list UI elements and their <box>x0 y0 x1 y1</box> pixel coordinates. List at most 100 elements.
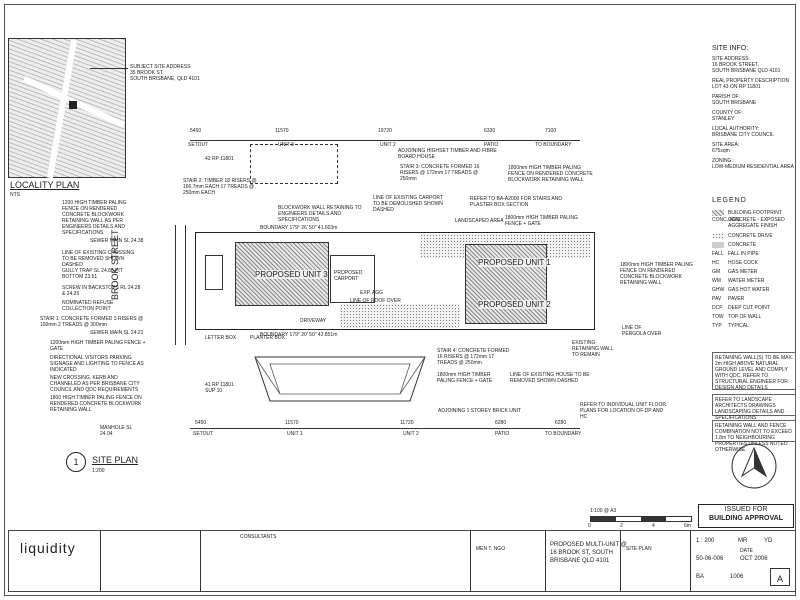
lot-41-label: 41 RP 11801 SUP 10 <box>205 382 234 394</box>
issued-line-2: BUILDING APPROVAL <box>709 515 783 522</box>
note-box-3: RETAINING WALL AND FENCE COMBINATION NOT… <box>712 420 796 453</box>
lot-43-label: 43 RP 11801 <box>205 156 234 162</box>
project-line-1: PROPOSED MULTI-UNIT @ <box>550 542 627 548</box>
bottom-dim-unit1: 11570 <box>285 420 299 426</box>
carport-label: PROPOSED CARPORT <box>334 270 363 282</box>
legend-label: FALL IN PIPE <box>728 250 759 257</box>
adjoining-house-top <box>250 144 338 184</box>
stair-box <box>205 255 223 290</box>
unit-1-footprint <box>465 244 547 324</box>
site-info-item: LOCAL AUTHORITY: <box>712 126 760 132</box>
subject-site-marker <box>69 101 77 109</box>
tb-div-3 <box>470 530 471 592</box>
unit-2-label: PROPOSED UNIT 2 <box>478 300 551 309</box>
scale-bar-label: 1:100 @ A3 <box>590 508 617 514</box>
line-crossing-note: LINE OF EXISTING CROSSING TO BE REMOVED … <box>62 250 135 268</box>
fence-right-note: 1800mm HIGH TIMBER PALING FENCE ON RENDE… <box>620 262 693 286</box>
tb-div-4 <box>545 530 546 592</box>
locality-note-1: SUBJECT SITE ADDRESS <box>130 64 191 70</box>
boundary-bottom-label: BOUNDARY 179° 20' 50" 42.851m <box>260 332 338 338</box>
stair-1-note: STAIR 1: CONCRETE FORMED 3 RISERS @ 150m… <box>40 316 144 328</box>
top-dim-line <box>190 140 580 141</box>
issued-stamp: ISSUED FOR BUILDING APPROVAL <box>698 504 794 528</box>
scale-bar <box>590 516 692 522</box>
tb-sheet: BA <box>696 574 705 580</box>
fence-gate-left-note: 1200mm HIGH TIMBER PALING FENCE + GATE <box>50 340 146 352</box>
boundary-top-label: BOUNDARY 179° 26' 50" 41.603m <box>260 225 338 231</box>
legend-code: FALL <box>712 250 724 257</box>
issued-line-1: ISSUED FOR <box>724 506 768 513</box>
unit-1-label: PROPOSED UNIT 1 <box>478 258 551 267</box>
note-box-2: REFER TO LANDSCAPE ARCHITECTS DRAWINGS L… <box>712 394 796 421</box>
site-info-list: SITE ADDRESS: 16 BROOK STREET, SOUTH BRI… <box>712 56 796 170</box>
unit-3-label: PROPOSED UNIT 3 <box>255 270 328 279</box>
locality-road-cross <box>46 39 78 179</box>
exp-agg-label: EXP. AGG <box>360 290 383 296</box>
site-info-heading: SITE INFO: <box>712 45 749 52</box>
bottom-dim-unit2: 11720 <box>400 420 414 426</box>
site-info-item: LOT 43 ON RP 11801 <box>712 84 761 90</box>
top-dim-unit2: 19720 <box>378 128 392 134</box>
site-info-item: LOW-MEDIUM RESIDENTIAL AREA <box>712 164 794 170</box>
sewer-main-2: SEWER MAIN SL 24.21 <box>90 330 144 336</box>
gully-trap-note: GULLY TRAP SL 24.88 PIT BOTTOM 23.51 <box>62 268 123 280</box>
legend-row: CONCRETE <box>712 240 796 249</box>
top-dim-boundary-label: TO BOUNDARY <box>535 142 572 148</box>
client-name: MEN T. NGO <box>476 546 506 552</box>
directional-note: DIRECTIONAL VISITORS PARKING SIGNAGE AND… <box>50 355 144 373</box>
locality-scale: NTS <box>10 192 20 198</box>
refer-unit-note: REFER TO INDIVIDUAL UNIT FLOOR PLANS FOR… <box>580 402 666 420</box>
roof-over-label: LINE OF ROOF OVER <box>350 298 401 304</box>
legend-code: TOW <box>712 313 724 320</box>
tb-scale: 1 : 200 <box>696 538 715 544</box>
top-dim-setout: 5450 <box>190 128 202 134</box>
site-info-item: ZONING: <box>712 158 733 164</box>
legend-label: BUILDING FOOTPRINT <box>728 209 782 216</box>
site-plan-scale: 1:200 <box>92 468 105 474</box>
site-info-item: SOUTH BRISBANE <box>712 100 757 106</box>
bottom-dim-patio: 6280 <box>495 420 507 426</box>
tb-div-5 <box>620 530 621 592</box>
scale-tick-6: 6m <box>684 523 691 529</box>
bottom-dim-boundary: 6280 <box>555 420 567 426</box>
street-line-2 <box>185 225 186 345</box>
site-info-item: PARISH OF: <box>712 94 740 100</box>
site-info-item: COUNTY OF: <box>712 110 743 116</box>
refuse-note: NOMINATED REFUSE COLLECTION POINT <box>62 300 114 312</box>
locality-map <box>8 38 126 179</box>
screw-note: SCREW IN BACKSTOPS RL 24.28 & 24.26 <box>62 285 141 297</box>
bottom-dim-boundary-label: TO BOUNDARY <box>545 431 582 437</box>
note-3-text: RETAINING WALL AND FENCE COMBINATION NOT… <box>715 423 792 453</box>
note-1-text: RETAINING WALL(S) TO BE MAX. 2m HIGH ABO… <box>715 355 794 391</box>
drawing-frame <box>4 4 796 596</box>
crossing-note: NEW CROSSING, KERB AND CHANNELED AS PER … <box>50 375 140 393</box>
scale-tick-2: 2 <box>620 523 623 529</box>
top-dim-patio-label: PATIO <box>484 142 499 148</box>
adj-house-top-label: ADJOINING HIGHSET TIMBER AND FIBRE BOARD… <box>398 148 497 160</box>
adjoining-house-bottom <box>250 352 430 406</box>
tb-div-1 <box>100 530 101 592</box>
site-plan-number: 1 <box>66 452 86 472</box>
site-info-item: BRISBANE CITY COUNCIL <box>712 132 774 138</box>
title-block <box>8 530 796 592</box>
tb-date-label: DATE <box>740 548 753 554</box>
site-info-item: STANLEY <box>712 116 735 122</box>
site-info-item: SOUTH BRISBANE QLD 4101 <box>712 68 781 74</box>
legend-code: PAV <box>712 295 722 302</box>
tb-div-2 <box>200 530 201 592</box>
legend-code: WM <box>712 277 721 284</box>
tb-div-6 <box>690 530 691 592</box>
bottom-dim-unit2-label: UNIT 2 <box>403 431 419 437</box>
bottom-dim-unit1-label: UNIT 1 <box>287 431 303 437</box>
bottom-dim-line <box>190 428 580 429</box>
company-logo: liquidity <box>20 540 76 556</box>
tb-rev-box: A <box>770 568 790 586</box>
top-dim-unit3: 11570 <box>275 128 289 134</box>
adj-house-bottom-label: ADJOINING 1 STOREY BRICK UNIT <box>438 408 521 414</box>
tb-job-no: 50-06-006 <box>696 556 724 562</box>
